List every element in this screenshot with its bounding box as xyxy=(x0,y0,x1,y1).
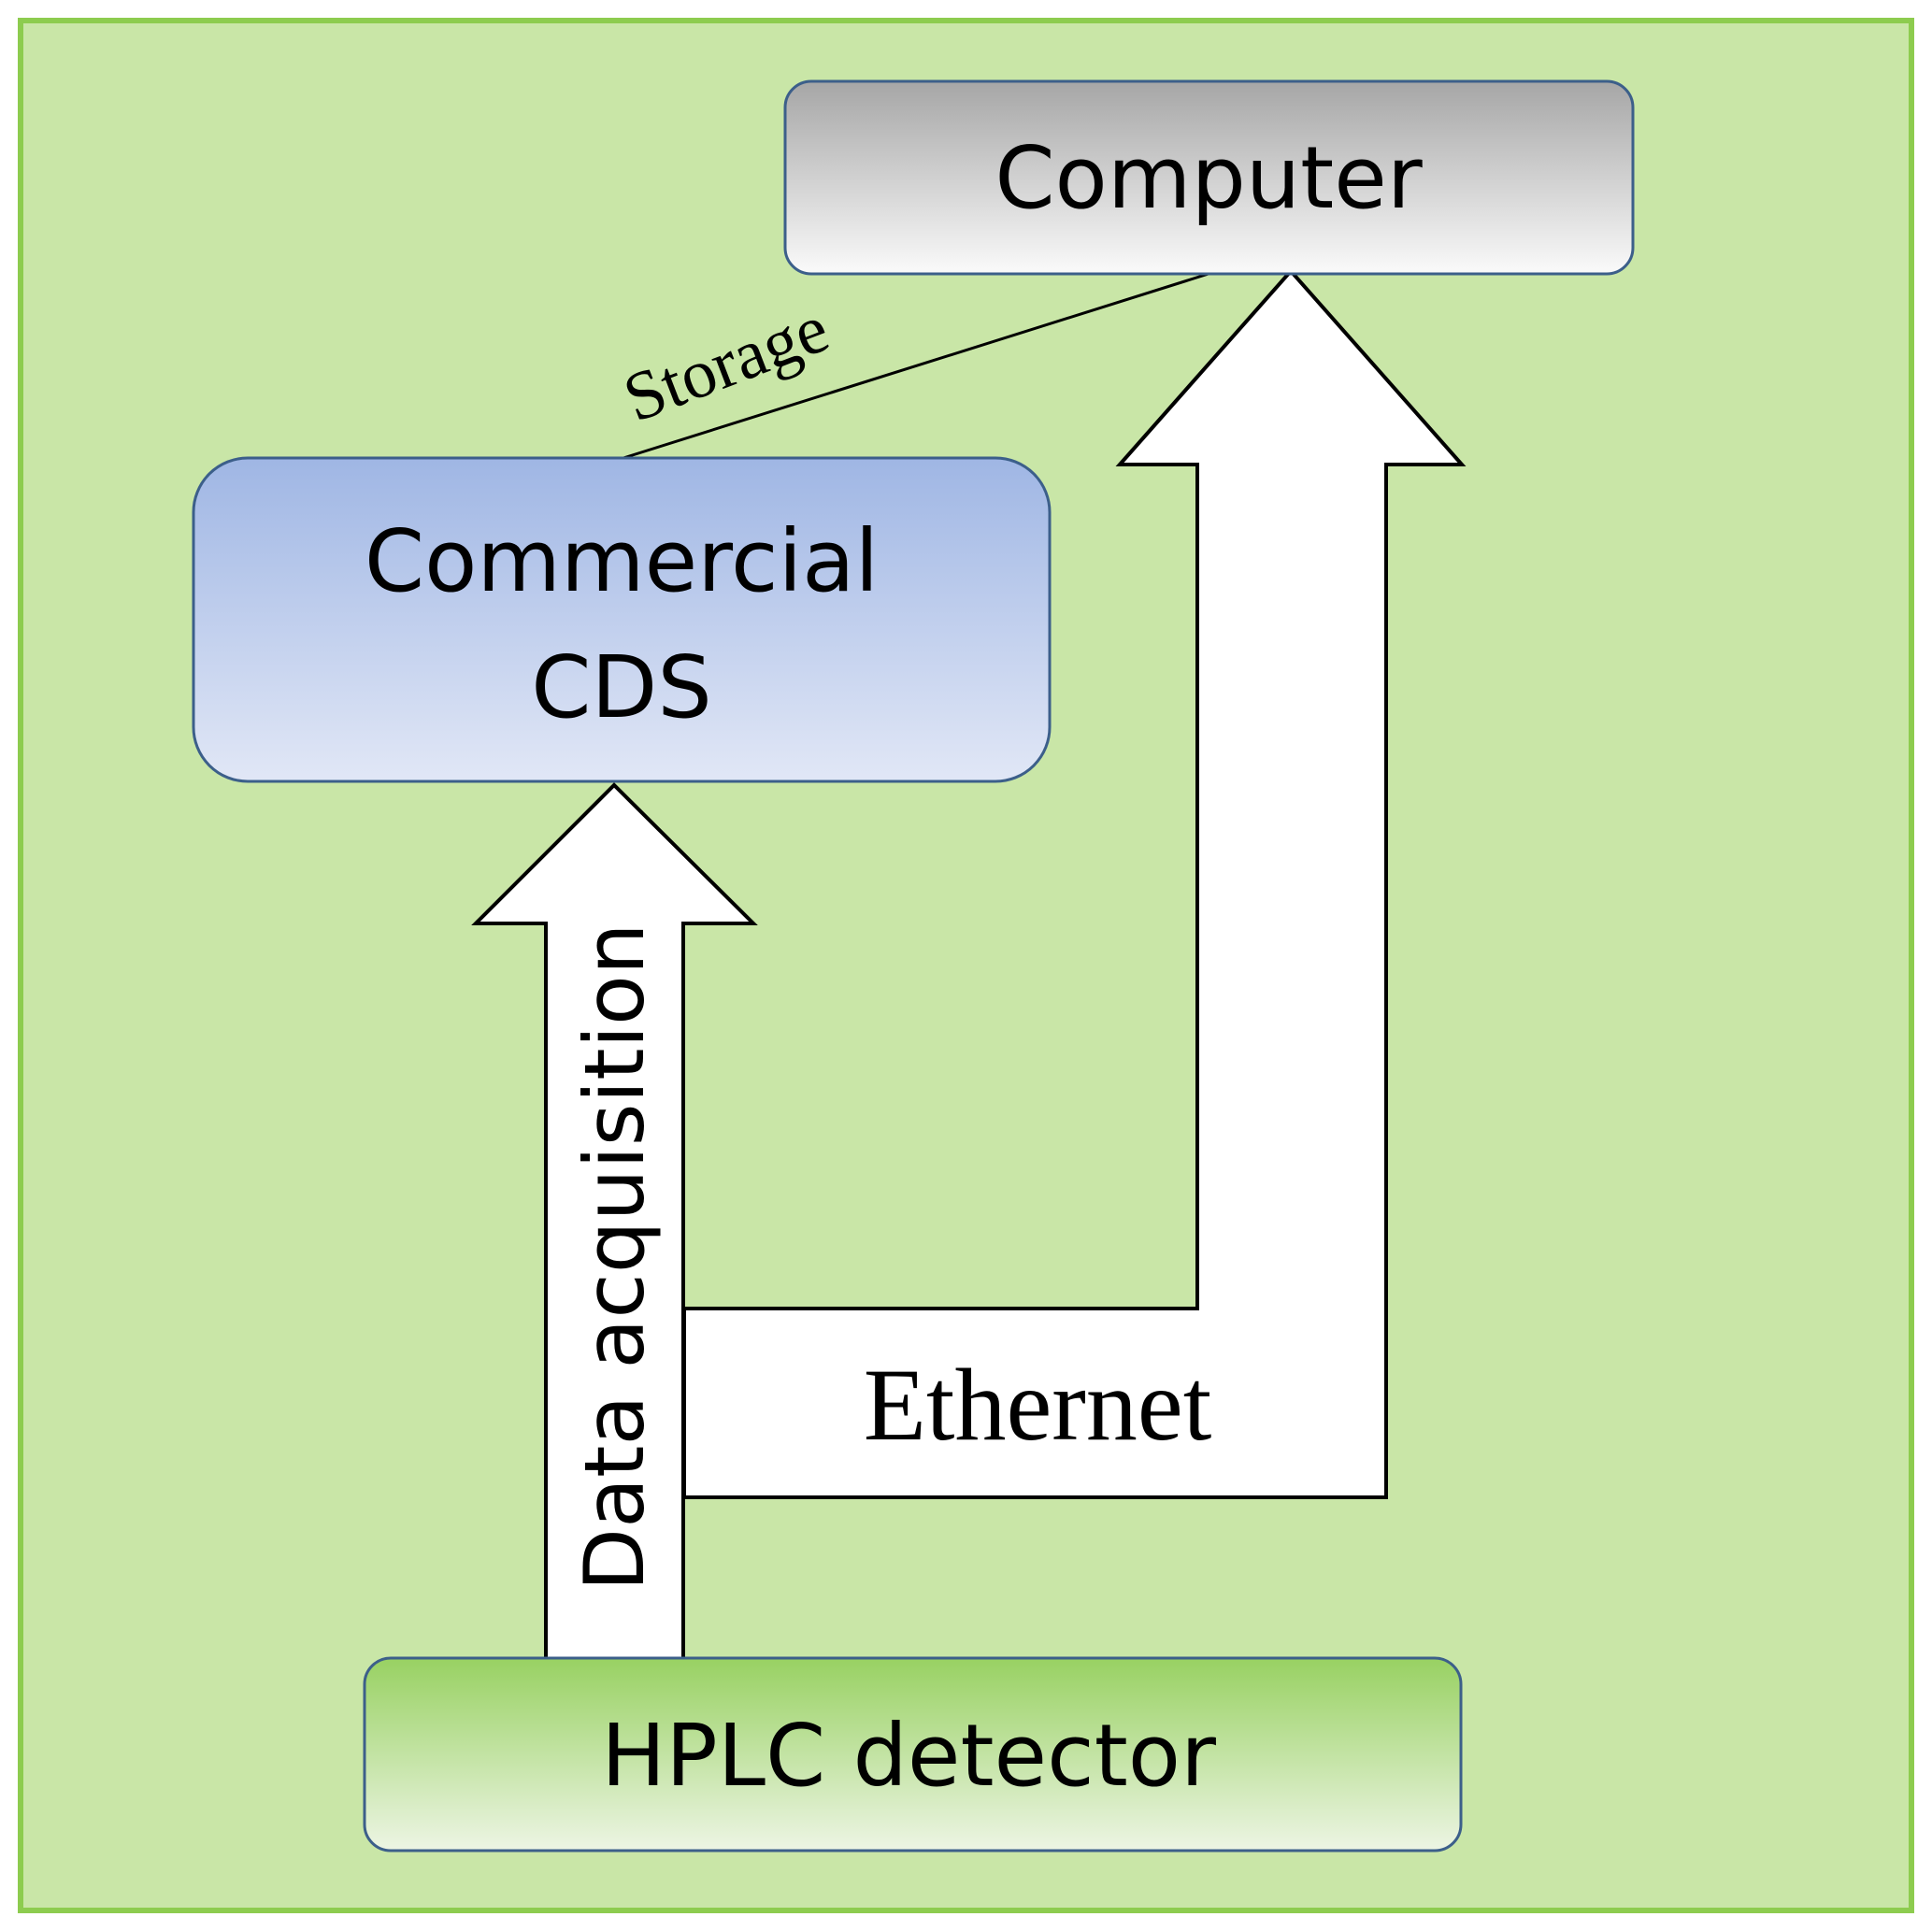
cds-label-line1: Commercial xyxy=(365,511,879,611)
data-acquisition-label: Data acquisition xyxy=(566,923,663,1591)
cds-node: Commercial CDS xyxy=(192,456,1052,783)
computer-node: Computer xyxy=(783,79,1635,276)
storage-connector xyxy=(623,271,1212,460)
ethernet-label: Ethernet xyxy=(864,1348,1212,1462)
hplc-node: HPLC detector xyxy=(363,1656,1463,1852)
data-acquisition-arrow xyxy=(471,782,758,1662)
hplc-label: HPLC detector xyxy=(601,1706,1216,1806)
ethernet-arrow xyxy=(682,267,1467,1499)
background-frame xyxy=(18,18,1914,1913)
computer-label: Computer xyxy=(995,128,1423,228)
cds-label-line2: CDS xyxy=(531,637,711,737)
hplc-box xyxy=(363,1656,1463,1852)
computer-box xyxy=(783,79,1635,276)
cds-box xyxy=(192,456,1052,783)
